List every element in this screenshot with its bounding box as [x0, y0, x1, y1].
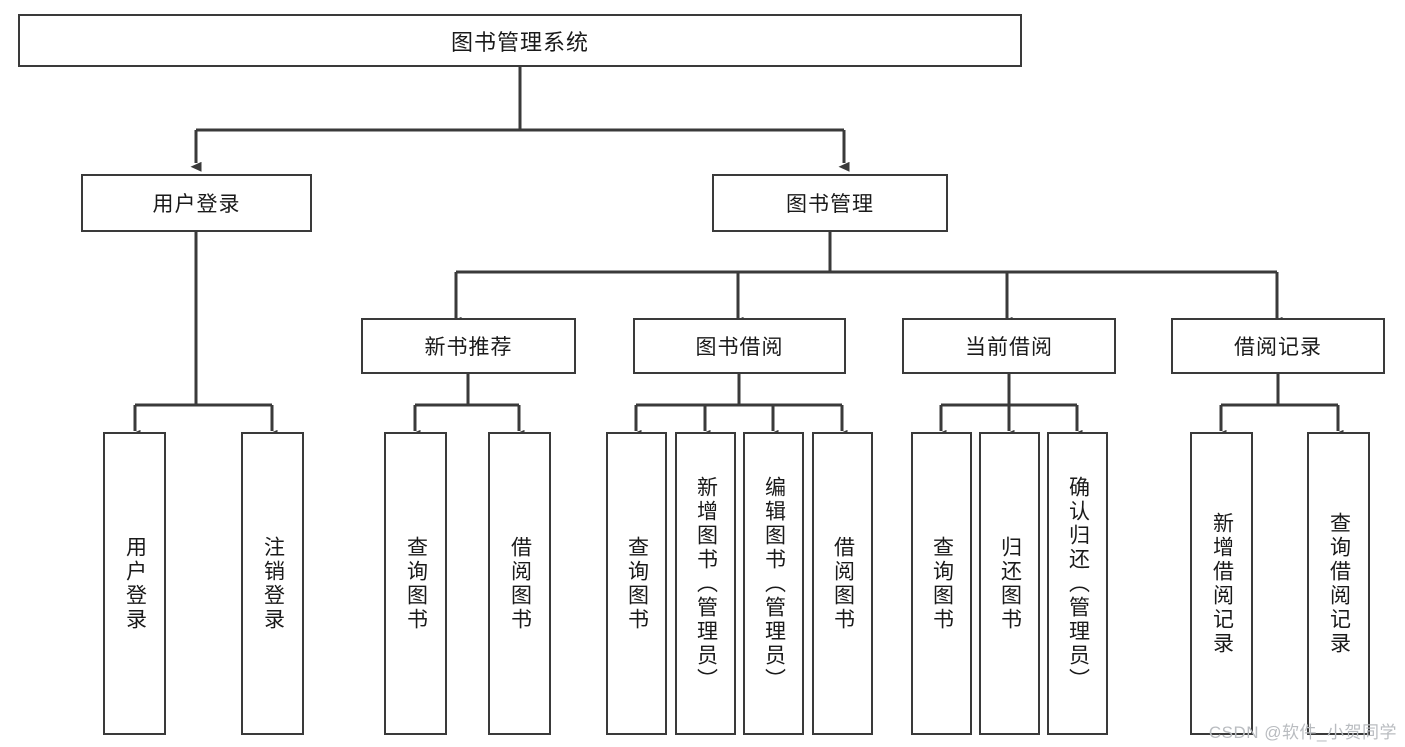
node-label: 查询借阅记录 — [1327, 511, 1351, 656]
node-leaf-query-borrow-record[interactable]: 查询借阅记录 — [1307, 432, 1370, 735]
node-label: 查询图书 — [625, 535, 649, 632]
node-label: 借阅图书 — [831, 535, 855, 632]
node-leaf-query-book-current[interactable]: 查询图书 — [911, 432, 972, 735]
node-label: 当前借阅 — [965, 336, 1053, 359]
node-borrow-record[interactable]: 借阅记录 — [1171, 318, 1385, 374]
node-label: 查询图书 — [930, 535, 954, 632]
node-label: 借阅记录 — [1234, 336, 1322, 359]
node-leaf-query-book-borrow[interactable]: 查询图书 — [606, 432, 667, 735]
node-user-login[interactable]: 用户登录 — [81, 174, 312, 232]
node-leaf-borrow-book[interactable]: 借阅图书 — [812, 432, 873, 735]
node-leaf-borrow-book-recommend[interactable]: 借阅图书 — [488, 432, 551, 735]
node-root-book-management-system[interactable]: 图书管理系统 — [18, 14, 1022, 67]
node-leaf-user-logout[interactable]: 注销登录 — [241, 432, 304, 735]
node-label: 图书管理 — [786, 193, 874, 216]
node-label: 注销登录 — [261, 535, 285, 632]
watermark: CSDN @软件_小贺同学 — [1208, 723, 1397, 742]
node-book-borrow[interactable]: 图书借阅 — [633, 318, 846, 374]
node-label: 借阅图书 — [508, 535, 532, 632]
node-leaf-add-book-admin[interactable]: 新增图书（管理员） — [675, 432, 736, 735]
node-leaf-edit-book-admin[interactable]: 编辑图书（管理员） — [743, 432, 804, 735]
node-label: 编辑图书（管理员） — [762, 475, 786, 692]
node-label: 归还图书 — [998, 535, 1022, 632]
node-label: 图书借阅 — [695, 336, 784, 359]
node-label: 新增借阅记录 — [1210, 511, 1234, 656]
node-book-management[interactable]: 图书管理 — [712, 174, 948, 232]
node-label: 查询图书 — [404, 535, 428, 632]
node-leaf-query-book-recommend[interactable]: 查询图书 — [384, 432, 447, 735]
node-leaf-add-borrow-record[interactable]: 新增借阅记录 — [1190, 432, 1253, 735]
node-label: 用户登录 — [152, 193, 241, 216]
node-leaf-user-login[interactable]: 用户登录 — [103, 432, 166, 735]
node-label: 用户登录 — [123, 535, 147, 632]
node-label: 图书管理系统 — [450, 29, 589, 55]
node-leaf-return-book[interactable]: 归还图书 — [979, 432, 1040, 735]
node-label: 新增图书（管理员） — [694, 475, 718, 692]
node-new-book-recommend[interactable]: 新书推荐 — [361, 318, 576, 374]
node-label: 新书推荐 — [424, 336, 513, 359]
node-label: 确认归还（管理员） — [1066, 475, 1090, 692]
node-leaf-confirm-return-admin[interactable]: 确认归还（管理员） — [1047, 432, 1108, 735]
node-current-borrow[interactable]: 当前借阅 — [902, 318, 1116, 374]
